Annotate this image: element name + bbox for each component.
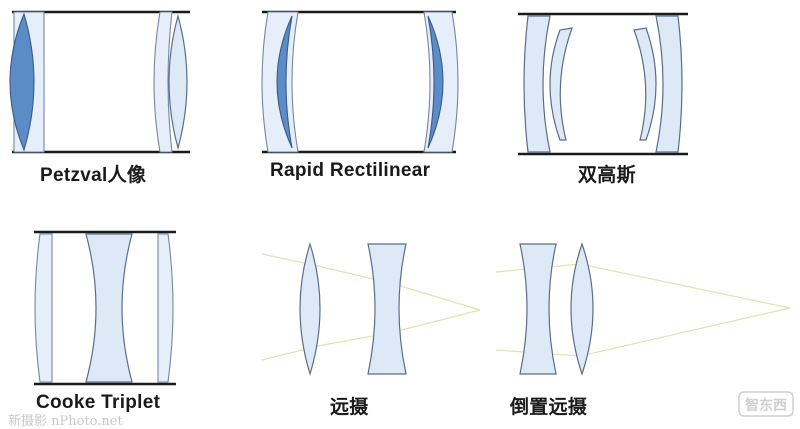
- front-meniscus-inner: [276, 15, 293, 149]
- rear-positive-element: [168, 13, 188, 151]
- caption-telephoto: 远摄: [330, 397, 369, 418]
- logo-icon: 智东西: [738, 391, 794, 417]
- caption-rapid-rectilinear: Rapid Rectilinear: [270, 160, 431, 181]
- middle-negative-element: [85, 233, 133, 383]
- retrofocus-lens-diagram: [495, 242, 791, 376]
- cooke-triplet-lens-diagram: [34, 230, 176, 386]
- petzval-lens-diagram: [9, 10, 190, 154]
- front-positive-element: [34, 233, 53, 383]
- negative-lens-element: [519, 243, 557, 375]
- telephoto-lens-diagram: [261, 241, 481, 377]
- rear-positive-element: [157, 233, 174, 383]
- positive-lens-element: [299, 241, 321, 377]
- caption-retrofocus: 倒置远摄: [510, 397, 588, 418]
- caption-petzval: Petzval人像: [40, 165, 147, 186]
- logo-text: 智东西: [744, 397, 787, 414]
- front-inner-meniscus: [549, 27, 573, 141]
- rear-inner-meniscus: [633, 27, 657, 141]
- caption-double-gauss: 双高斯: [578, 165, 636, 186]
- zhidongxi-logo: 智东西: [738, 388, 794, 420]
- front-positive-element: [9, 12, 35, 152]
- front-outer-element: [523, 15, 551, 153]
- rear-outer-element: [655, 15, 683, 153]
- light-ray-bottom: [261, 309, 481, 361]
- negative-lens-element: [367, 243, 407, 375]
- double-gauss-lens-diagram: [518, 12, 688, 156]
- caption-cooke-triplet: Cooke Triplet: [36, 392, 161, 413]
- watermark-text: 新摄影 nPhoto.net: [8, 414, 123, 429]
- positive-lens-element: [570, 242, 594, 376]
- rear-meniscus-inner: [427, 15, 444, 149]
- rear-meniscus-element: [153, 11, 173, 153]
- rapid-rectilinear-lens-diagram: [261, 10, 459, 154]
- light-ray-top: [261, 253, 481, 311]
